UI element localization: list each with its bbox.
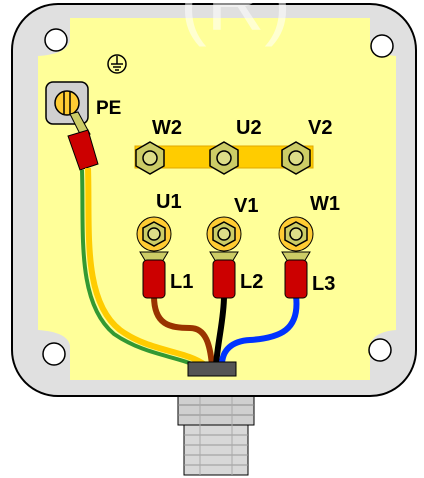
l2-crimp-sleeve — [212, 259, 236, 299]
pe-wire-yellow — [85, 167, 207, 368]
phase-label-l1: L1 — [170, 271, 193, 293]
terminal-label-w2: W2 — [152, 117, 182, 139]
terminal-panel — [38, 18, 396, 380]
phase-label-l2: L2 — [240, 271, 263, 293]
l3-wire-blue — [219, 295, 300, 366]
l2-wire-black — [213, 295, 227, 366]
terminal-label-u2: U2 — [236, 117, 262, 139]
pe-terminal-screw — [54, 90, 80, 116]
watermark: (R) — [180, 0, 291, 47]
terminal-v2 — [281, 141, 311, 175]
terminal-label-w1: W1 — [310, 193, 340, 215]
l1-crimp-sleeve — [142, 259, 166, 299]
phase-label-l3: L3 — [312, 273, 335, 295]
pe-lug — [69, 111, 91, 135]
corner-hole-bottom-right — [368, 338, 392, 362]
earth-icon — [107, 54, 127, 74]
cable-gland — [177, 394, 255, 476]
l1-wire-brown — [151, 295, 215, 366]
terminal-v1 — [206, 216, 242, 263]
cable-entry — [187, 361, 237, 377]
terminal-label-v1: V1 — [234, 195, 258, 217]
corner-hole-top-left — [44, 28, 68, 52]
l3-crimp-sleeve — [284, 259, 308, 299]
pe-crimp-sleeve — [67, 129, 99, 171]
terminal-label-v2: V2 — [308, 117, 332, 139]
terminal-u1 — [136, 216, 172, 263]
terminal-u2 — [209, 141, 239, 175]
terminal-label-u1: U1 — [156, 191, 182, 213]
terminal-w2 — [135, 141, 165, 175]
pe-label: PE — [96, 98, 121, 119]
terminal-w1 — [278, 216, 314, 263]
corner-hole-top-right — [370, 34, 394, 58]
pe-wire-green — [80, 169, 202, 370]
corner-hole-bottom-left — [42, 342, 66, 366]
